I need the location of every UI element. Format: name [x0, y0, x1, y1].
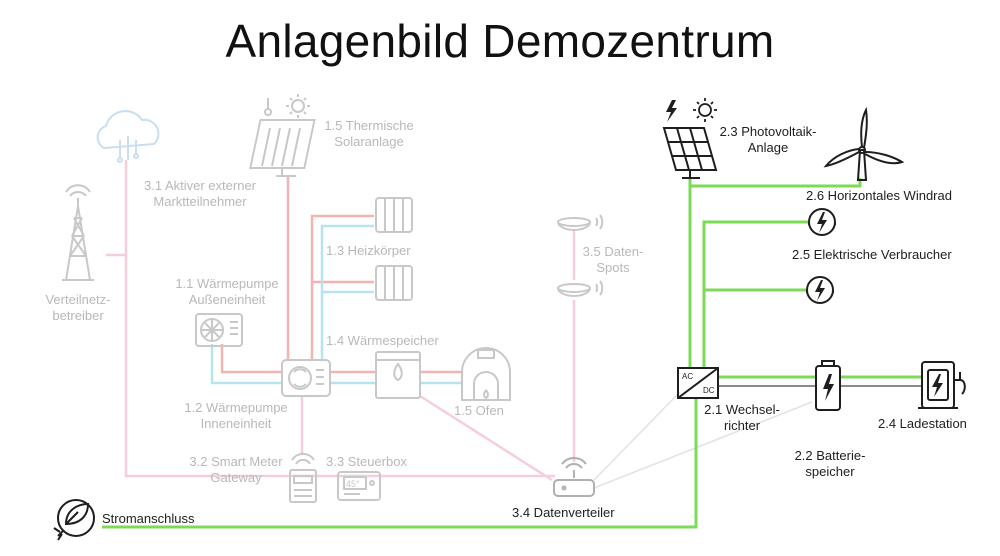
label-c21-line1: 2.1 Wechsel-	[704, 402, 780, 417]
label-c11-line2: Außeneinheit	[188, 292, 266, 307]
label-c31: 3.1 Aktiver externer Marktteilnehmer	[120, 178, 280, 210]
heat-lines	[210, 176, 462, 385]
line-windrad	[690, 178, 862, 188]
inverter-dc-label: DC	[703, 386, 715, 395]
power-connection-icon	[53, 499, 95, 541]
cloud-icon	[96, 110, 160, 163]
label-c26: 2.6 Horizontales Windrad	[806, 188, 952, 203]
line-12-heizkoerper-red	[310, 214, 374, 360]
label-c23: 2.3 Photovoltaik- Anlage	[704, 124, 832, 156]
label-c34: 3.4 Datenverteiler	[512, 505, 615, 520]
consumer-icon-1	[808, 208, 836, 236]
smart-meter-icon	[289, 453, 317, 503]
steuerbox-display: 45°	[346, 479, 360, 489]
label-grid-line1: Verteilnetz-	[45, 292, 111, 307]
pv-panel-icon	[662, 127, 718, 179]
label-c22-line1: 2.2 Batterie-	[794, 448, 866, 463]
label-c21-line2: richter	[723, 418, 761, 433]
label-c23-line2: Anlage	[747, 140, 789, 155]
label-c33: 3.3 Steuerbox	[326, 454, 407, 469]
label-c32-line2: Gateway	[210, 470, 262, 485]
charging-station-bolt	[932, 374, 943, 397]
battery-icon	[815, 360, 841, 411]
label-c22: 2.2 Batterie- speicher	[780, 448, 880, 480]
line-11-12-blue	[210, 344, 282, 385]
label-c32-line1: 3.2 Smart Meter	[189, 454, 283, 469]
inverter-ac-label: AC	[682, 372, 693, 381]
label-c12: 1.2 Wärmepumpe Inneneinheit	[172, 400, 300, 432]
label-c31-line1: 3.1 Aktiver externer	[144, 178, 256, 193]
radiator-icon-top	[375, 197, 413, 233]
label-c11-line1: 1.1 Wärmepumpe	[175, 276, 279, 291]
transmission-tower-icon	[62, 184, 94, 281]
data-links-gray	[593, 391, 813, 489]
label-c12-line2: Inneneinheit	[200, 416, 272, 431]
label-c25: 2.5 Elektrische Verbraucher	[792, 247, 952, 262]
inverter-icon	[677, 367, 719, 399]
label-c15-line2: Solaranlage	[334, 134, 404, 149]
label-c14: 1.4 Wärmespeicher	[326, 333, 439, 348]
steuerbox-icon	[337, 471, 381, 501]
lightning-icon	[666, 100, 677, 122]
label-c35-line2: Spots	[596, 260, 630, 275]
line-cloud-bus	[124, 160, 555, 478]
radiator-icon-bottom	[375, 265, 413, 301]
label-c13: 1.3 Heizkörper	[326, 243, 411, 258]
router-icon	[553, 457, 595, 497]
heat-storage-icon	[375, 351, 421, 399]
consumer-icon-2	[806, 276, 834, 304]
charging-station-icon	[918, 361, 966, 409]
label-c21: 2.1 Wechsel- richter	[690, 402, 794, 434]
data-spot-icon-top	[557, 214, 604, 231]
line-power-inverter	[102, 398, 698, 529]
data-spot-icon-bottom	[557, 280, 604, 297]
thermal-solar-icon	[249, 94, 316, 177]
line-11-12-red	[220, 344, 282, 374]
consumer-bolt-1	[817, 212, 827, 233]
label-grid-line2: betreiber	[52, 308, 104, 323]
label-c15: 1.5 Thermische Solaranlage	[304, 118, 434, 150]
label-c35: 3.5 Daten- Spots	[576, 244, 650, 276]
battery-bolt	[823, 374, 834, 401]
sun-icon	[693, 98, 717, 122]
wind-turbine-icon	[823, 106, 905, 181]
line-verbraucher	[702, 220, 810, 368]
line-12-heizkoerper-blue	[320, 224, 374, 360]
data-lines	[106, 160, 576, 482]
line-14-datenverteiler	[419, 394, 553, 482]
label-c32: 3.2 Smart Meter Gateway	[172, 454, 300, 486]
label-c11: 1.1 Wärmepumpe Außeneinheit	[154, 276, 300, 308]
label-grid: Verteilnetz- betreiber	[30, 292, 126, 324]
oven-icon	[461, 347, 511, 401]
label-c15o: 1.5 Ofen	[454, 403, 504, 418]
label-c15-line1: 1.5 Thermische	[324, 118, 414, 133]
label-c22-line2: speicher	[805, 464, 855, 479]
page-title: Anlagenbild Demozentrum	[225, 15, 775, 67]
consumer-bolt-2	[815, 280, 825, 301]
label-c24: 2.4 Ladestation	[878, 416, 967, 431]
label-c31-line2: Marktteilnehmer	[153, 194, 247, 209]
label-power: Stromanschluss	[102, 511, 195, 526]
label-c35-line1: 3.5 Daten-	[582, 244, 644, 259]
label-c12-line1: 1.2 Wärmepumpe	[184, 400, 288, 415]
heatpump-indoor-icon	[281, 359, 331, 397]
label-c23-line1: 2.3 Photovoltaik-	[719, 124, 817, 139]
heatpump-outdoor-icon	[195, 313, 243, 347]
